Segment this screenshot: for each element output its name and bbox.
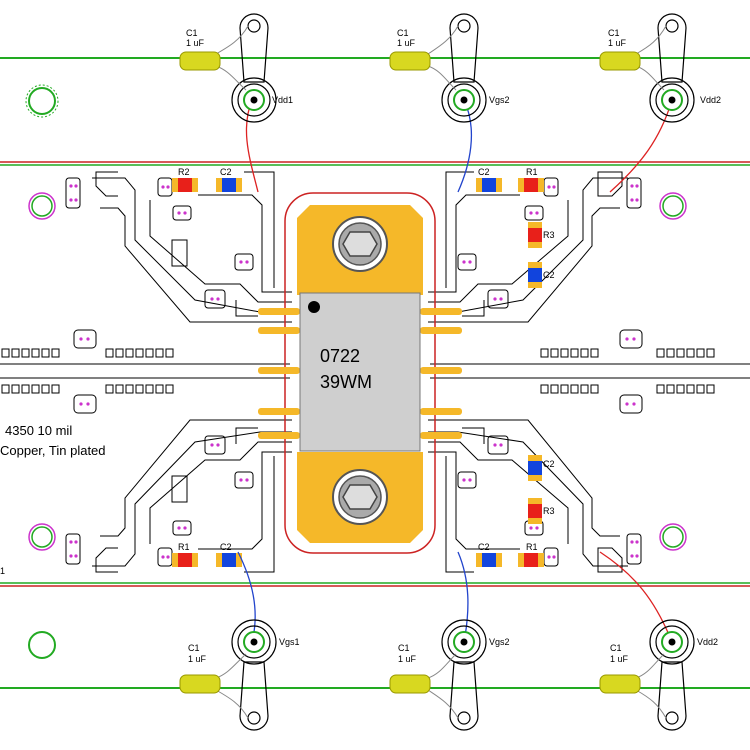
svg-text:C2: C2 (478, 542, 490, 552)
component-bl-r: R1 (172, 542, 198, 567)
svg-text:C2: C2 (543, 459, 555, 469)
svg-text:R1: R1 (526, 542, 538, 552)
svg-text:C2: C2 (543, 270, 555, 280)
pin-label: Vgs1 (279, 637, 300, 647)
svg-text:C1: C1 (608, 28, 620, 38)
component-tr-r3: R3 (528, 222, 555, 248)
connector-top-3: C1 1 uF Vdd2 (599, 13, 721, 123)
pad-row-right-upper (540, 348, 715, 358)
component-br-c3: C2 (528, 455, 555, 481)
cap-top-3: C1 1 uF (599, 28, 641, 71)
pad-row-right-lower (540, 384, 715, 394)
mounting-holes (25, 84, 687, 659)
svg-text:1 uF: 1 uF (186, 38, 205, 48)
svg-text:C1: C1 (610, 643, 622, 653)
cap-bottom-1: C1 1 uF (179, 643, 221, 694)
svg-text:R2: R2 (178, 167, 190, 177)
component-tl-c: C2 (216, 167, 242, 192)
component-tr-c3: C2 (528, 262, 555, 288)
connector-bottom-3: C1 1 uF Vdd2 (599, 619, 718, 731)
screw-top (332, 216, 388, 272)
svg-text:1 uF: 1 uF (610, 654, 629, 664)
pad-rows (1, 348, 715, 394)
connector-bottom-2: C1 1 uF Vgs2 (389, 619, 510, 731)
cap-bottom-3: C1 1 uF (599, 643, 641, 694)
pin-label: Vgs2 (489, 637, 510, 647)
svg-text:C1: C1 (188, 643, 200, 653)
chip-body (299, 292, 421, 452)
component-tr-r: R1 (518, 167, 544, 192)
cap-top-2: C1 1 uF (389, 28, 431, 71)
connector-bottom-1: C1 1 uF Vgs1 (179, 619, 300, 731)
pin1-dot (308, 301, 320, 313)
svg-text:1 uF: 1 uF (608, 38, 627, 48)
material-note-line2: Copper, Tin plated (0, 443, 106, 458)
pin-label: Vdd2 (697, 637, 718, 647)
svg-text:1 uF: 1 uF (188, 654, 207, 664)
svg-text:C2: C2 (220, 542, 232, 552)
material-note-line1: 4350 10 mil (5, 423, 72, 438)
svg-text:R3: R3 (543, 230, 555, 240)
svg-text:C1: C1 (398, 643, 410, 653)
component-bl-c: C2 (216, 542, 242, 567)
chip-marking-line1: 0722 (320, 346, 360, 366)
chip-marking-line2: 39WM (320, 372, 372, 392)
svg-text:C1: C1 (186, 28, 198, 38)
connector-top-1: C1 1 uF Vdd1 (179, 13, 293, 123)
component-tr-c: C2 (476, 167, 502, 192)
component-br-r3: R3 (528, 498, 555, 524)
svg-text:1 uF: 1 uF (398, 654, 417, 664)
component-tl-r: R2 (172, 167, 198, 192)
edge-mark: 1 (0, 566, 5, 576)
svg-text:R3: R3 (543, 506, 555, 516)
svg-text:R1: R1 (178, 542, 190, 552)
svg-text:R1: R1 (526, 167, 538, 177)
svg-text:C2: C2 (478, 167, 490, 177)
cap-top-1: C1 1 uF (179, 28, 221, 71)
connector-top-2: C1 1 uF Vgs2 (389, 13, 510, 123)
pin-label: Vdd2 (700, 95, 721, 105)
screw-bottom (332, 469, 388, 525)
smd-components: R2 C2 C2 R1 R3 C2 R1 C2 (172, 167, 555, 567)
pad-row-left-lower (1, 384, 174, 394)
svg-text:1 uF: 1 uF (397, 38, 416, 48)
chip-package: 0722 39WM (258, 192, 462, 554)
component-br-c: C2 (476, 542, 502, 567)
pin-label: Vdd1 (272, 95, 293, 105)
pad-row-left-upper (1, 348, 174, 358)
pin-label: Vgs2 (489, 95, 510, 105)
chip-leads (258, 308, 462, 439)
component-br-r: R1 (518, 542, 544, 567)
cap-bottom-2: C1 1 uF (389, 643, 431, 694)
svg-text:C2: C2 (220, 167, 232, 177)
svg-text:C1: C1 (397, 28, 409, 38)
